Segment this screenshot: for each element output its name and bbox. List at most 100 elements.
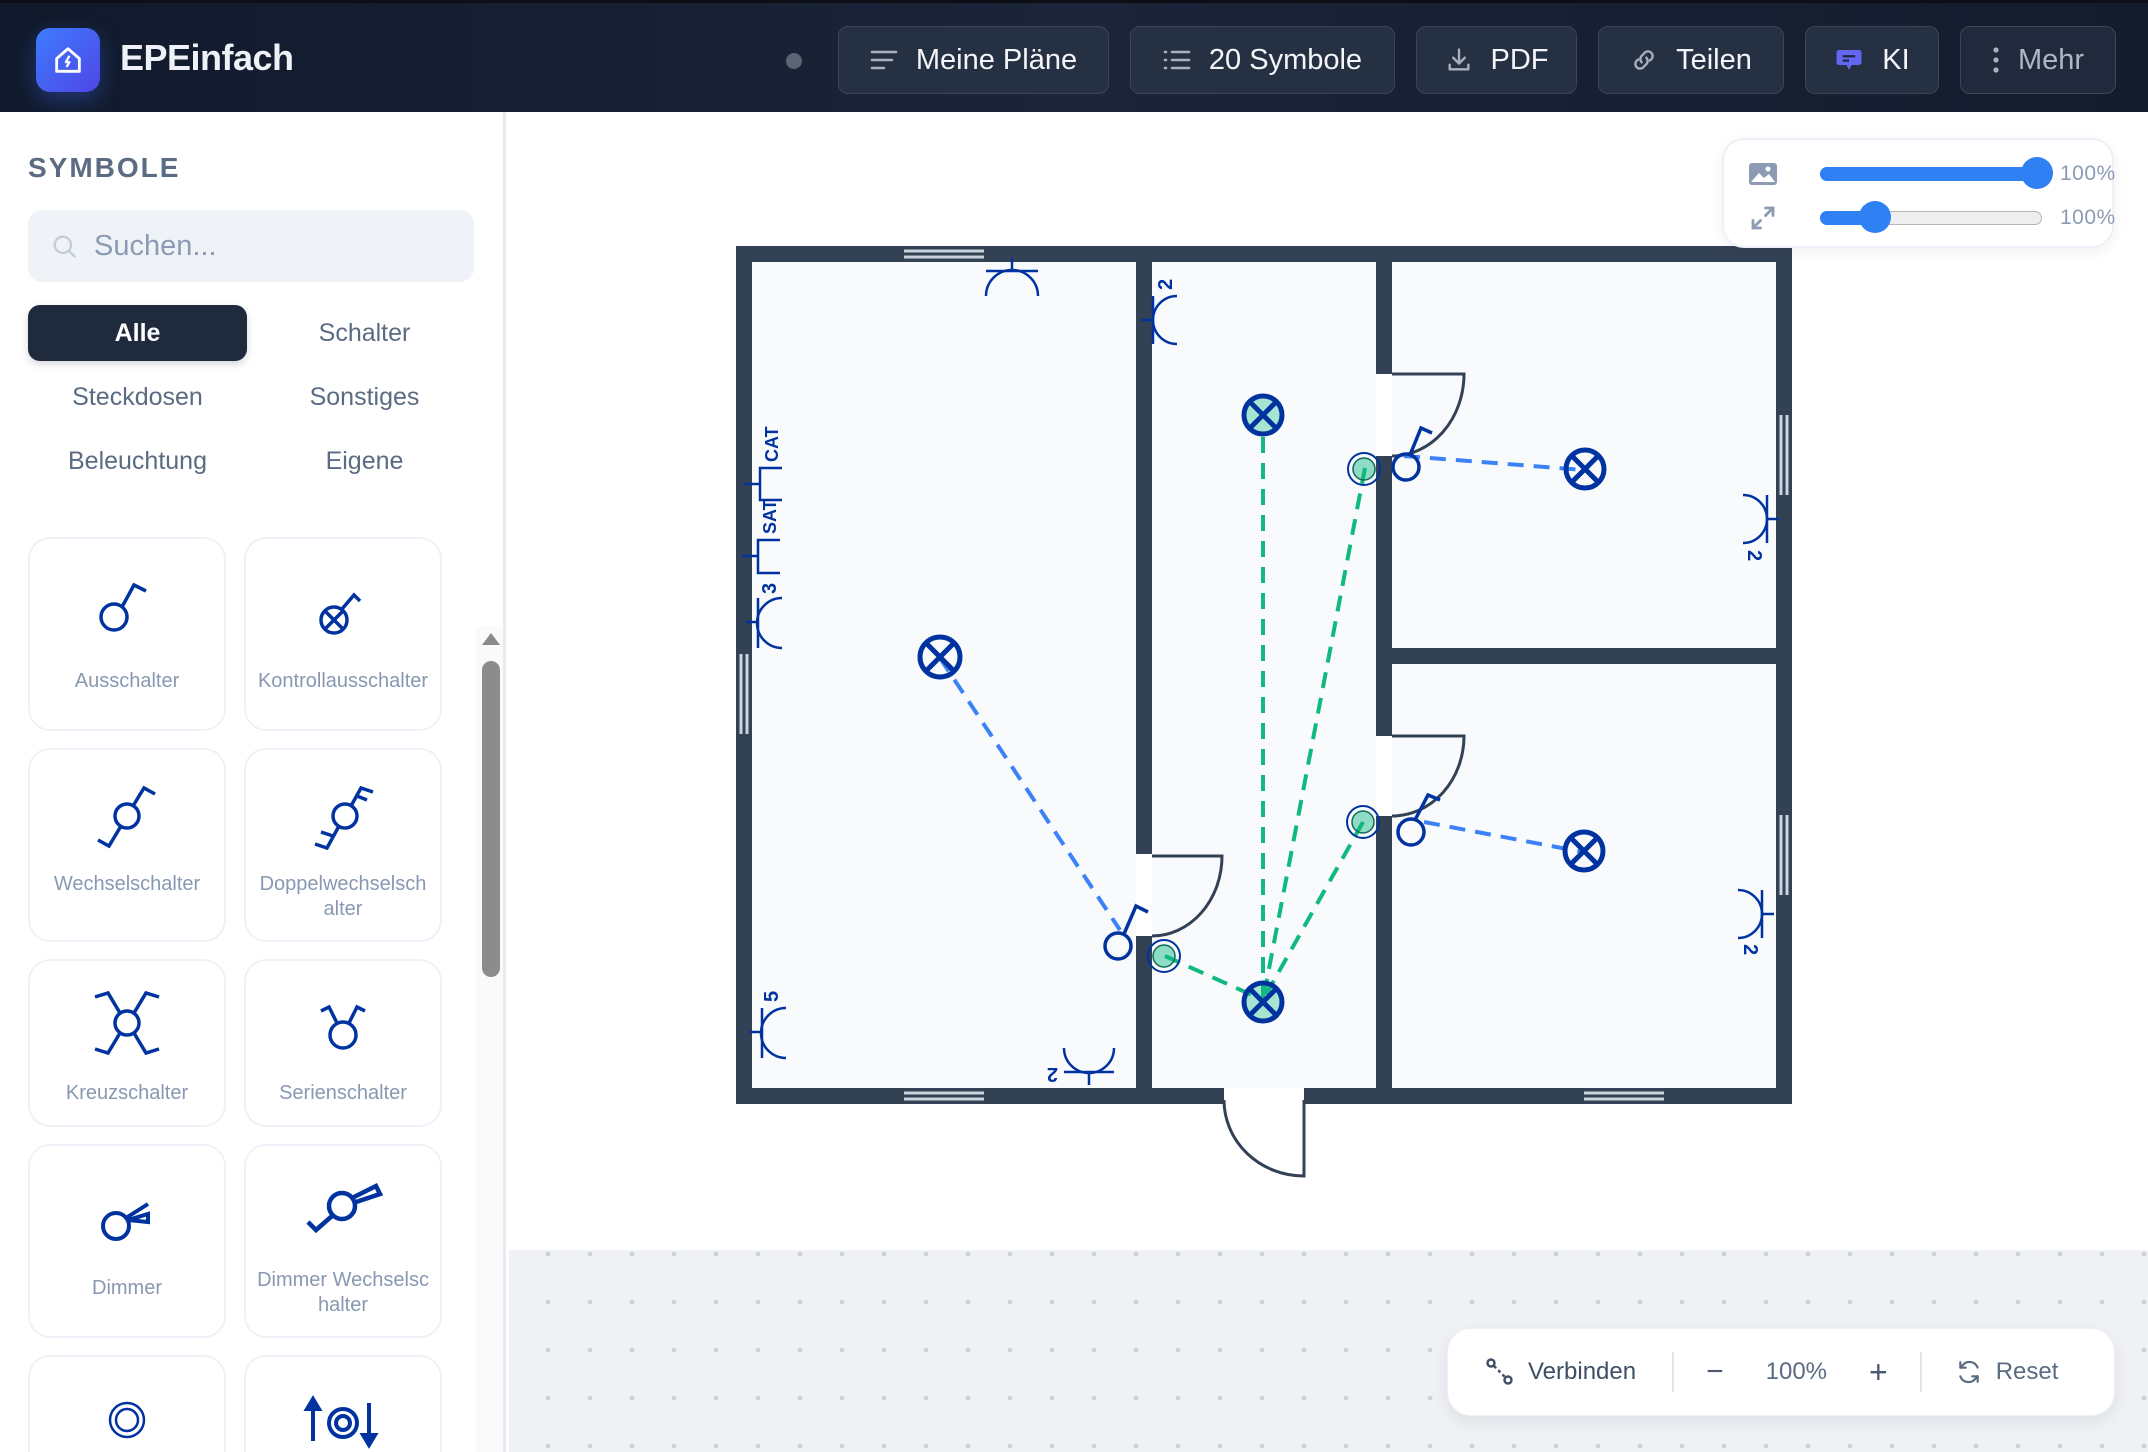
download-icon bbox=[1448, 48, 1469, 71]
zoom-in-button[interactable]: + bbox=[1869, 1353, 1888, 1390]
switches bbox=[1103, 425, 1441, 961]
category-beleuchtung[interactable]: Beleuchtung bbox=[67, 446, 207, 475]
dimmer-icon bbox=[101, 1202, 150, 1241]
scale-slider-knob[interactable] bbox=[1859, 201, 1891, 233]
connect-icon bbox=[1486, 1358, 1513, 1385]
symbol-card-taster[interactable] bbox=[28, 1355, 226, 1452]
switch-right-top bbox=[1391, 425, 1433, 482]
cat-label: CAT bbox=[762, 426, 782, 462]
scroll-up-arrow[interactable] bbox=[482, 633, 500, 645]
zoom-out-button[interactable]: − bbox=[1706, 1355, 1724, 1388]
taster-icon bbox=[108, 1401, 146, 1439]
opacity-slider[interactable] bbox=[1820, 157, 2053, 189]
symbol-label: Kreuzschalter bbox=[65, 1082, 189, 1104]
light-corridor-top bbox=[1241, 393, 1285, 437]
taster-corridor-top bbox=[1347, 452, 1381, 486]
symbol-card-kontrollausschalter[interactable]: Kontrollausschalter bbox=[244, 537, 442, 731]
switch-right-bottom bbox=[1396, 792, 1441, 847]
app-logo[interactable] bbox=[36, 28, 100, 92]
taster-corridor-middle bbox=[1346, 805, 1380, 839]
layer-controls: 100% 100% bbox=[1722, 138, 2116, 248]
chat-bubble-icon bbox=[1836, 50, 1862, 70]
symbol-label: Kontrollausschalter bbox=[257, 670, 429, 692]
symbol-sidebar: SYMBOLE Alle Schalter Steckdosen Sonstig… bbox=[0, 112, 506, 1452]
category-schalter[interactable]: Schalter bbox=[318, 318, 411, 347]
symbol-card-serienschalter[interactable]: Serienschalter bbox=[244, 959, 442, 1127]
scale-value: 100% bbox=[2060, 206, 2116, 229]
scale-slider[interactable] bbox=[1820, 201, 2042, 233]
symbol-card-doppelwechselschalter[interactable]: Doppelwechselschalter bbox=[244, 748, 442, 942]
serienschalter-icon bbox=[320, 1004, 366, 1050]
opacity-slider-knob[interactable] bbox=[2021, 157, 2053, 189]
wechselschalter-icon bbox=[97, 785, 156, 849]
scrollbar-thumb[interactable] bbox=[482, 661, 500, 977]
symbol-label: Ausschalter bbox=[74, 670, 180, 692]
symbol-label: Serienschalter bbox=[279, 1082, 407, 1104]
opacity-row: 100% bbox=[1748, 156, 2115, 192]
status-indicator bbox=[786, 53, 802, 69]
category-steckdosen[interactable]: Steckdosen bbox=[72, 382, 203, 411]
reset-button[interactable]: Reset bbox=[1956, 1358, 2058, 1386]
image-icon bbox=[1749, 163, 1777, 185]
toolbar-divider bbox=[1672, 1352, 1675, 1392]
category-alle[interactable]: Alle bbox=[28, 305, 247, 361]
opacity-slider-fill bbox=[1820, 167, 2044, 181]
windows bbox=[739, 249, 1789, 1101]
socket-count-3: 3 bbox=[759, 583, 781, 594]
app-header: EPEinfach Meine Pläne 20 Symbole PDF Tei… bbox=[0, 0, 2148, 112]
category-sonstiges[interactable]: Sonstiges bbox=[309, 382, 420, 411]
socket-count-right-top: 2 bbox=[1743, 550, 1765, 561]
category-eigene[interactable]: Eigene bbox=[325, 446, 404, 475]
doppelwechselschalter-icon bbox=[314, 785, 374, 851]
lights bbox=[917, 393, 1607, 1024]
sidebar-title: SYMBOLE bbox=[28, 152, 181, 183]
app-title: EPEinfach bbox=[120, 37, 294, 78]
symbol-card-wechselschalter[interactable]: Wechselschalter bbox=[28, 748, 226, 942]
symbols-count-button[interactable]: 20 Symbole bbox=[1130, 26, 1395, 94]
connect-button[interactable]: Verbinden bbox=[1486, 1358, 1636, 1386]
canvas-toolbar: Verbinden − 100% + Reset bbox=[1447, 1328, 2115, 1416]
switch-left-room bbox=[1103, 903, 1149, 961]
my-plans-label: Meine Pläne bbox=[915, 43, 1078, 76]
list-icon bbox=[1163, 50, 1191, 70]
expand-icon bbox=[1751, 206, 1775, 230]
link-icon bbox=[1634, 50, 1654, 70]
symbol-card-dimmer-wechselschalter[interactable]: Dimmer Wechselschalter bbox=[244, 1144, 442, 1338]
ausschalter-icon bbox=[99, 582, 147, 632]
pdf-button[interactable]: PDF bbox=[1416, 26, 1577, 94]
socket-count-5: 5 bbox=[761, 991, 783, 1002]
symbol-card-dimmer[interactable]: Dimmer bbox=[28, 1144, 226, 1338]
kontrollausschalter-icon bbox=[319, 592, 362, 635]
toolbar-divider bbox=[1919, 1352, 1922, 1392]
socket-count-right-bottom: 2 bbox=[1739, 944, 1761, 955]
wires-blue bbox=[938, 454, 1585, 932]
jalousie-taster-icon bbox=[303, 1395, 379, 1449]
search-input[interactable] bbox=[94, 229, 454, 263]
more-button[interactable]: Mehr bbox=[1960, 26, 2116, 94]
doors bbox=[1136, 372, 1466, 1178]
symbol-label: Wechselschalter bbox=[53, 873, 201, 895]
symbol-search[interactable] bbox=[28, 210, 474, 282]
house-lightning-icon bbox=[55, 47, 81, 73]
ai-button[interactable]: KI bbox=[1805, 26, 1939, 94]
zoom-level: 100% bbox=[1765, 1358, 1828, 1385]
socket-count-corridor: 2 bbox=[1155, 279, 1177, 290]
pdf-label: PDF bbox=[1490, 43, 1549, 76]
symbol-card-kreuzschalter[interactable]: Kreuzschalter bbox=[28, 959, 226, 1127]
taster-corridor-bottom bbox=[1147, 939, 1181, 973]
my-plans-button[interactable]: Meine Pläne bbox=[838, 26, 1109, 94]
symbol-card-ausschalter[interactable]: Ausschalter bbox=[28, 537, 226, 731]
symbol-card-jalousie-taster[interactable] bbox=[244, 1355, 442, 1452]
socket-count-bottom: 2 bbox=[1047, 1063, 1058, 1085]
share-label: Teilen bbox=[1676, 43, 1752, 76]
symbol-label: Dimmer Wechselschalter bbox=[257, 1269, 429, 1316]
share-button[interactable]: Teilen bbox=[1598, 26, 1784, 94]
sockets bbox=[742, 258, 1779, 1085]
search-icon bbox=[53, 235, 76, 258]
opacity-value: 100% bbox=[2060, 162, 2116, 185]
refresh-icon bbox=[1958, 1360, 1979, 1384]
dimmer-wechselschalter-icon bbox=[306, 1182, 384, 1234]
tasters bbox=[1147, 452, 1381, 973]
menu-lines-icon bbox=[870, 50, 898, 70]
